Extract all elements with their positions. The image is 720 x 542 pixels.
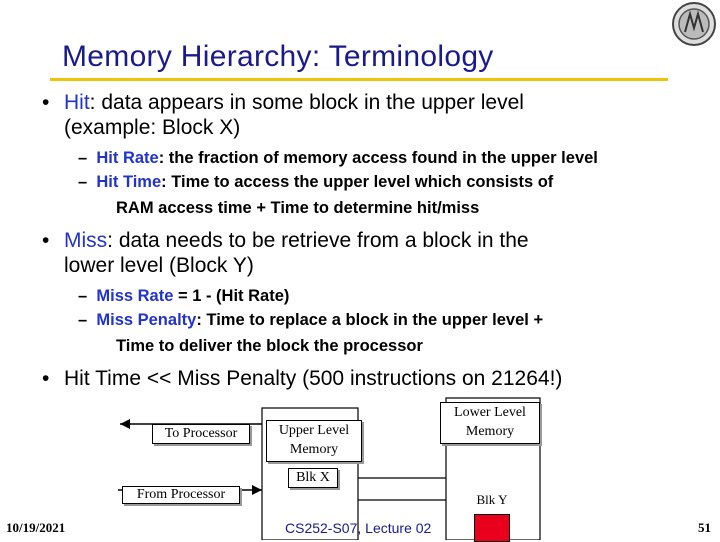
block-y-label: Blk Y [476, 492, 508, 507]
hit-time-text: : Time to access the upper level which c… [161, 173, 554, 191]
sub-dash: – [78, 287, 88, 305]
sub-dash: – [78, 173, 88, 191]
sub-dash: – [78, 311, 88, 329]
miss-text-line2: lower level (Block Y) [64, 254, 254, 277]
block-y-rect [474, 514, 510, 542]
term-hit-time: Hit Time [96, 173, 162, 191]
miss-penalty-continuation: Time to deliver the block the processor [116, 337, 423, 355]
bullet-miss: • Miss: data needs to be retrieve from a… [42, 228, 529, 278]
upper-level-memory-label: Upper Level Memory [266, 420, 362, 462]
term-miss: Miss [64, 229, 108, 252]
term-hit-rate: Hit Rate [96, 149, 159, 167]
slide-title: Memory Hierarchy: Terminology [62, 40, 494, 73]
hit-text-line1: : data appears in some block in the uppe… [89, 91, 524, 114]
sub-miss-penalty: – Miss Penalty: Time to replace a block … [78, 308, 543, 332]
bullet-dot: • [42, 229, 50, 252]
term-miss-rate: Miss Rate [96, 287, 174, 305]
bullet-hit-vs-miss: • Hit Time << Miss Penalty (500 instruct… [42, 366, 563, 391]
footer-page-number: 51 [698, 520, 711, 535]
from-processor-label: From Processor [122, 486, 240, 504]
bullet-dot: • [42, 367, 50, 390]
hit-vs-miss-text: Hit Time << Miss Penalty (500 instructio… [64, 367, 563, 390]
term-miss-penalty: Miss Penalty [96, 311, 197, 329]
hit-text-line2: (example: Block X) [64, 116, 241, 139]
university-seal-icon [664, 0, 720, 48]
bullet-hit: • Hit: data appears in some block in the… [42, 90, 524, 140]
block-x-label: Blk X [288, 468, 338, 488]
term-hit: Hit [64, 91, 90, 114]
lower-level-memory-label: Lower Level Memory [440, 402, 540, 444]
miss-rate-text: = 1 - (Hit Rate) [173, 287, 290, 305]
bullet-dot: • [42, 91, 50, 114]
sub-dash: – [78, 149, 88, 167]
title-underline [50, 78, 668, 81]
sub-hit-time: – Hit Time: Time to access the upper lev… [78, 170, 553, 194]
footer-course: CS252-S07, Lecture 02 [285, 520, 432, 536]
to-processor-label: To Processor [152, 424, 250, 444]
sub-hit-rate: – Hit Rate: the fraction of memory acces… [78, 146, 598, 170]
miss-penalty-text: : Time to replace a block in the upper l… [196, 311, 544, 329]
hit-time-continuation: RAM access time + Time to determine hit/… [116, 199, 480, 217]
footer-date: 10/19/2021 [6, 520, 66, 535]
miss-text-line1: : data needs to be retrieve from a block… [107, 229, 529, 252]
hit-rate-text: : the fraction of memory access found in… [158, 149, 598, 167]
sub-miss-rate: – Miss Rate = 1 - (Hit Rate) [78, 284, 289, 308]
